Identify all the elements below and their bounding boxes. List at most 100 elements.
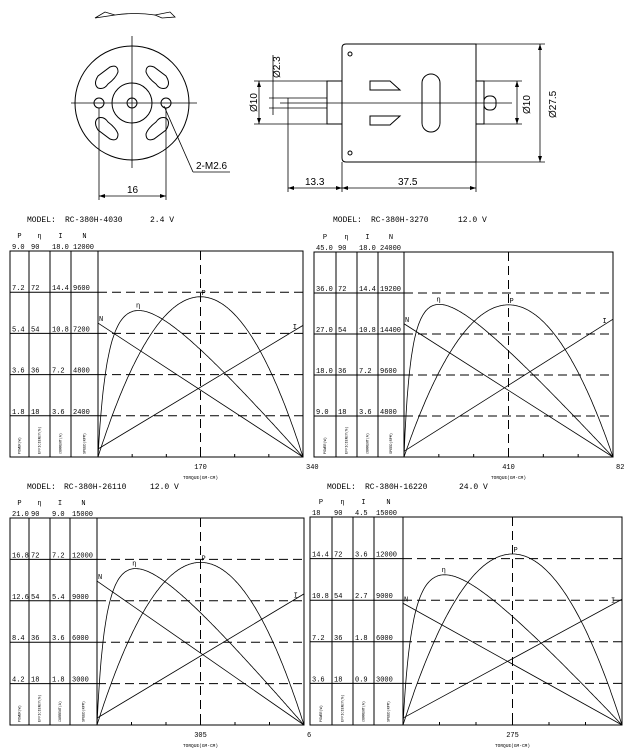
axis-title: SPEED(RPM)	[82, 701, 87, 722]
speed-curve-label: N	[405, 317, 409, 325]
y-tick-label: 72	[334, 552, 342, 560]
axis-title: EFFICIENCY(%)	[38, 695, 43, 722]
y-tick-label: 18	[334, 676, 342, 684]
chart-model-label: MODEL:	[27, 483, 56, 492]
power-curve	[97, 296, 304, 458]
y-tick-label: 19200	[380, 286, 401, 294]
efficiency-curve-label: η	[136, 303, 140, 311]
y-tick-label: 14.4	[52, 285, 69, 293]
y-tick-label: 12000	[73, 244, 94, 252]
efficiency-curve	[96, 568, 305, 726]
y-tick-label: 18	[338, 409, 346, 417]
y-tick-label: 8.4	[12, 635, 25, 643]
y-tick-label: 18.0	[52, 244, 69, 252]
x-tick-label: 275	[506, 732, 519, 740]
y-tick-label: 72	[338, 286, 346, 294]
y-tick-label: 54	[338, 327, 346, 335]
efficiency-curve	[403, 304, 614, 458]
chart-frame	[309, 516, 623, 726]
y-tick-label: 0.9	[355, 676, 368, 684]
current-curve-label: I	[611, 598, 615, 606]
power-curve-label: P	[202, 555, 206, 563]
power-curve-label: P	[202, 290, 206, 298]
efficiency-curve-label: η	[132, 561, 136, 569]
chart-frame	[313, 251, 614, 458]
current-curve-label: I	[603, 318, 607, 326]
y-tick-label: 10.8	[359, 327, 376, 335]
column-header: P	[17, 500, 21, 508]
y-tick-label: 12.6	[12, 594, 29, 602]
y-tick-label: 7200	[73, 326, 90, 334]
dim-thread: 2-M2.6	[196, 161, 228, 172]
dim-mount-spacing: 16	[127, 185, 139, 196]
y-tick-label: 54	[31, 594, 39, 602]
y-tick-label: 3.6	[355, 552, 368, 560]
y-tick-label: 3.6	[12, 368, 25, 376]
x-axis-label: TORQUE(GM-CM)	[183, 743, 218, 749]
y-tick-label: 7.2	[12, 285, 25, 293]
speed-curve-label: N	[99, 316, 103, 324]
axis-title: CURRENT(A)	[59, 433, 64, 454]
y-tick-label: 9000	[72, 594, 89, 602]
axis-title: SPEED(RPM)	[389, 433, 394, 454]
y-tick-label: 18	[31, 409, 39, 417]
y-tick-label: 7.2	[52, 368, 65, 376]
y-tick-label: 3000	[72, 677, 89, 685]
y-tick-label: 21.0	[12, 511, 29, 519]
y-tick-label: 7.2	[359, 368, 372, 376]
x-tick-label: 170	[194, 464, 207, 472]
chart-model: RC-380H-3270	[371, 216, 429, 225]
y-tick-label: 3.6	[52, 409, 65, 417]
y-tick-label: 36	[31, 635, 39, 643]
y-tick-label: 14.4	[312, 552, 329, 560]
y-tick-label: 18.0	[359, 245, 376, 253]
y-tick-label: 1.8	[355, 635, 368, 643]
y-tick-label: 36	[334, 635, 342, 643]
y-tick-label: 36	[338, 368, 346, 376]
axis-title: POWER(W)	[18, 705, 23, 722]
y-tick-label: 4800	[380, 409, 397, 417]
chart-model: RC-380H-16220	[365, 483, 428, 492]
x-tick-label: 305	[194, 732, 207, 740]
y-tick-label: 14.4	[359, 286, 376, 294]
y-tick-label: 10.8	[312, 593, 329, 601]
y-tick-label: 3.6	[312, 676, 325, 684]
y-tick-label: 90	[31, 244, 39, 252]
y-tick-label: 1.8	[12, 409, 25, 417]
y-tick-label: 2400	[73, 409, 90, 417]
efficiency-curve	[97, 310, 304, 458]
motor-side-view: Ø10 Ø2.3 Ø10 Ø27.5 13.3 37.5	[249, 43, 559, 192]
column-header: I	[365, 234, 369, 242]
column-header: P	[319, 499, 323, 507]
column-header: N	[389, 234, 393, 242]
axis-title: EFFICIENCY(%)	[345, 427, 350, 454]
column-header: N	[386, 499, 390, 507]
power-curve	[403, 304, 614, 458]
y-tick-label: 9600	[380, 368, 397, 376]
y-tick-label: 7.2	[312, 635, 325, 643]
y-tick-label: 5.4	[52, 594, 65, 602]
axis-title: CURRENT(A)	[58, 701, 63, 722]
current-line	[403, 318, 614, 452]
chart-model: RC-380H-4030	[65, 216, 123, 225]
efficiency-curve-label: η	[437, 296, 441, 304]
y-tick-label: 18.0	[316, 368, 333, 376]
current-line	[97, 325, 304, 450]
column-header: P	[17, 233, 21, 241]
chart-voltage: 12.0 V	[458, 216, 487, 225]
speed-curve-label: N	[404, 596, 408, 604]
column-header: η	[344, 234, 348, 242]
column-header: P	[323, 234, 327, 242]
y-tick-label: 4.2	[12, 677, 25, 685]
axis-title: CURRENT(A)	[366, 433, 371, 454]
power-curve	[96, 562, 305, 726]
y-tick-label: 90	[31, 511, 39, 519]
y-tick-label: 14400	[380, 327, 401, 335]
x-tick-label: 340	[306, 464, 319, 472]
axis-title: SPEED(RPM)	[387, 701, 392, 722]
y-tick-label: 9600	[73, 285, 90, 293]
axis-title: POWER(W)	[18, 437, 23, 454]
power-curve-label: P	[514, 547, 518, 555]
